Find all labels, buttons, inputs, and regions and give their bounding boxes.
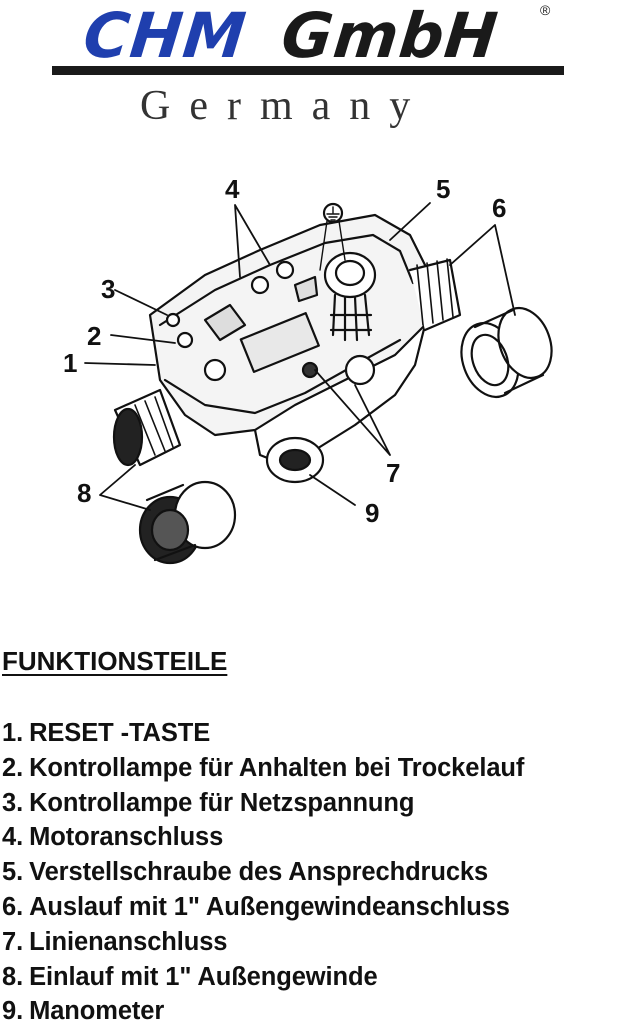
brand-logo: CHM GmbH ® Germany <box>0 0 629 140</box>
item-label: Manometer <box>29 997 165 1026</box>
parts-heading: FUNKTIONSTEILE <box>2 646 228 676</box>
brand-name-chm: CHM <box>80 0 250 72</box>
ground-icon <box>319 202 346 271</box>
parts-list: 1.RESET -TASTE 2.Kontrollampe für Anhalt… <box>2 716 524 1029</box>
brand-country: Germany <box>140 83 430 129</box>
item-label: Kontrollampe für Anhalten bei Trockelauf <box>29 753 525 782</box>
item-number: 7. <box>2 927 24 956</box>
inlet-thread <box>112 388 182 467</box>
callout-2: 2 <box>87 321 101 351</box>
item-label: RESET -TASTE <box>29 719 211 747</box>
item-label: Motoranschluss <box>29 823 224 852</box>
callout-3: 3 <box>101 274 115 304</box>
manometer <box>265 436 325 484</box>
device-housing <box>148 213 432 467</box>
lamp-dry-run <box>176 331 194 349</box>
list-item: 4.Motoranschluss <box>2 820 524 855</box>
item-number: 8. <box>2 962 24 991</box>
list-item: 8.Einlauf mit 1" Außengewinde <box>2 960 524 995</box>
list-item: 7.Linienanschluss <box>2 925 524 960</box>
callout-5: 5 <box>436 174 450 204</box>
reset-button <box>203 358 227 382</box>
list-item: 2.Kontrollampe für Anhalten bei Trockela… <box>2 751 524 786</box>
outlet-thread <box>408 258 462 332</box>
item-number: 5. <box>2 858 24 887</box>
callout-8: 8 <box>77 478 91 508</box>
item-number: 1. <box>2 719 24 747</box>
logo-underline <box>52 66 564 75</box>
item-number: 9. <box>2 997 24 1026</box>
callout-1: 1 <box>63 348 77 378</box>
lamp-power <box>165 312 181 328</box>
item-number: 4. <box>2 823 24 852</box>
outlet-nut <box>460 307 553 398</box>
callout-4: 4 <box>225 174 240 204</box>
pressure-switch-diagram: 1 2 3 4 5 6 7 8 9 <box>63 174 553 565</box>
list-item: 9.Manometer <box>2 994 524 1029</box>
inlet-nut <box>138 480 237 565</box>
item-label: Linienanschluss <box>29 927 228 956</box>
callout-7: 7 <box>386 458 400 488</box>
item-number: 6. <box>2 892 24 921</box>
list-item: 5.Verstellschraube des Ansprechdrucks <box>2 855 524 890</box>
item-number: 3. <box>2 788 24 817</box>
item-number: 2. <box>2 753 24 782</box>
item-label: Verstellschraube des Ansprechdrucks <box>29 858 489 887</box>
callout-leaders <box>84 202 516 511</box>
item-label: Einlauf mit 1" Außengewinde <box>29 962 378 991</box>
list-item: 3.Kontrollampe für Netzspannung <box>2 786 524 821</box>
brand-name-gmbh: GmbH <box>278 0 502 72</box>
callout-6: 6 <box>492 193 506 223</box>
list-item: 1.RESET -TASTE <box>2 716 524 751</box>
adjustment-screw <box>323 251 377 386</box>
list-item: 6.Auslauf mit 1" Außengewindeanschluss <box>2 890 524 925</box>
item-label: Auslauf mit 1" Außengewindeanschluss <box>29 892 510 921</box>
registered-mark: ® <box>540 2 551 18</box>
callout-labels: 1 2 3 4 5 6 7 8 9 <box>63 174 506 528</box>
callout-9: 9 <box>365 498 379 528</box>
item-label: Kontrollampe für Netzspannung <box>29 788 415 817</box>
